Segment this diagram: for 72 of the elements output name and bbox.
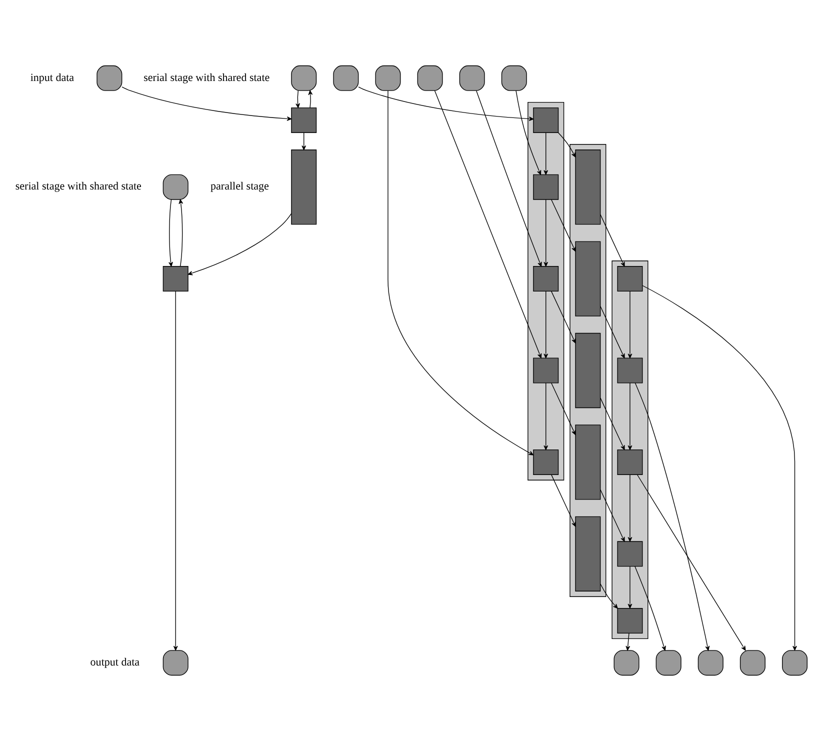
- arrow: [600, 397, 625, 450]
- arrow: [600, 583, 618, 608]
- node-box: [533, 174, 559, 200]
- label: serial stage with shared state: [144, 71, 270, 84]
- arrow: [551, 290, 576, 343]
- node-box: [501, 64, 527, 90]
- arrow: [544, 198, 548, 266]
- arrow: [636, 474, 746, 650]
- node-box: [291, 64, 317, 90]
- arrow: [628, 566, 632, 608]
- arrow: [388, 90, 534, 455]
- node-box: [533, 357, 559, 383]
- node-box: [782, 650, 808, 676]
- arrow: [544, 382, 548, 450]
- node-box: [614, 650, 640, 676]
- arrow: [628, 474, 632, 542]
- arrow: [551, 382, 576, 435]
- node-box: [617, 357, 643, 383]
- node-box: [617, 540, 643, 566]
- node-box: [617, 608, 643, 634]
- arrow: [558, 132, 576, 157]
- arrow: [634, 382, 710, 650]
- node-box: [656, 650, 682, 676]
- node-box: [533, 448, 559, 474]
- arrow: [551, 198, 576, 252]
- arrow: [296, 90, 300, 108]
- node-box: [533, 266, 559, 292]
- arrow: [516, 90, 542, 174]
- node-box: [459, 64, 485, 90]
- label: parallel stage: [210, 180, 269, 192]
- node-box: [575, 332, 601, 408]
- label: input data: [30, 71, 74, 84]
- node-box: [617, 448, 643, 474]
- label: output data: [90, 656, 140, 668]
- node-box: [162, 174, 188, 200]
- arrow: [626, 632, 630, 650]
- arrow: [308, 90, 313, 108]
- arrow: [628, 290, 632, 358]
- node-box: [533, 106, 559, 132]
- arrow: [476, 90, 542, 266]
- node-box: [575, 240, 601, 316]
- arrow: [600, 488, 625, 542]
- arrow: [178, 198, 184, 266]
- node-box: [291, 106, 317, 132]
- arrow: [642, 284, 797, 650]
- arrow: [173, 290, 178, 650]
- arrow: [600, 214, 625, 266]
- arrow: [544, 132, 548, 174]
- arrow: [551, 474, 576, 526]
- node-box: [333, 64, 359, 90]
- arrow: [188, 212, 292, 275]
- node-box: [617, 266, 643, 292]
- node-box: [575, 149, 601, 224]
- node-box: [575, 424, 601, 500]
- label: serial stage with shared state: [15, 180, 142, 192]
- node-box: [162, 650, 188, 676]
- node-box: [375, 64, 401, 90]
- node-box: [575, 516, 601, 591]
- arrow: [634, 566, 666, 650]
- node-box: [417, 64, 443, 90]
- node-box: [740, 650, 766, 676]
- arrow: [628, 382, 632, 450]
- node-box: [162, 266, 188, 292]
- arrow: [122, 86, 292, 120]
- arrow: [168, 198, 173, 266]
- arrow: [600, 306, 625, 358]
- arrow: [544, 290, 548, 358]
- node-box: [698, 650, 724, 676]
- node-box: [291, 149, 317, 224]
- arrow: [302, 132, 306, 150]
- arrow: [358, 86, 534, 120]
- node-box: [96, 64, 122, 90]
